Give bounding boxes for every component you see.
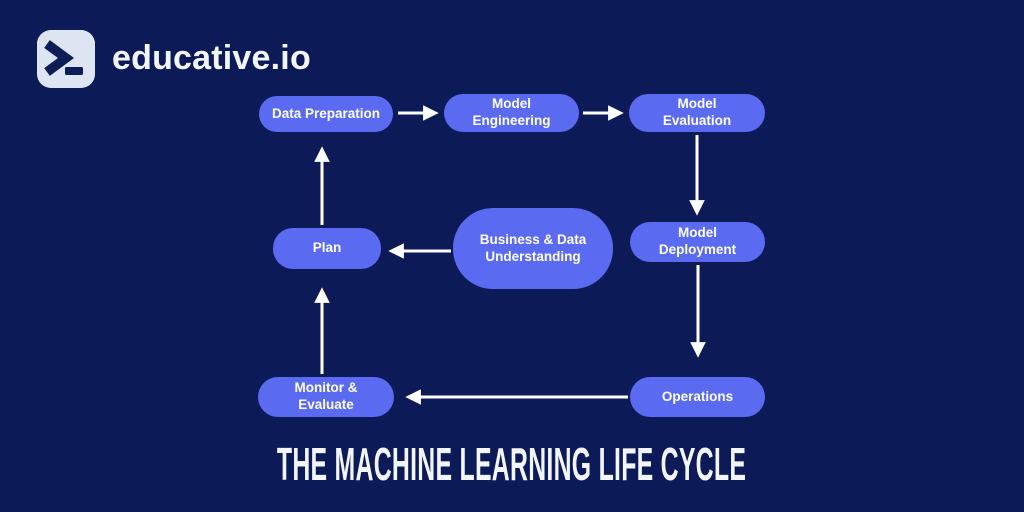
brand-logo: educative.io bbox=[37, 30, 311, 88]
node-monitor-evaluate: Monitor & Evaluate bbox=[258, 377, 394, 417]
brand-name: educative.io bbox=[112, 39, 311, 77]
terminal-prompt-icon bbox=[37, 30, 95, 88]
page-title-wrap: THE MACHINE LEARNING LIFE CYCLE bbox=[0, 437, 1024, 491]
node-plan: Plan bbox=[273, 228, 381, 269]
node-model-evaluation: Model Evaluation bbox=[629, 94, 765, 132]
page-title: THE MACHINE LEARNING LIFE CYCLE bbox=[277, 438, 747, 490]
node-operations: Operations bbox=[630, 377, 765, 417]
node-business-data-understanding: Business & Data Understanding bbox=[453, 208, 613, 289]
node-model-engineering: Model Engineering bbox=[444, 94, 579, 132]
node-data-preparation: Data Preparation bbox=[259, 96, 393, 132]
node-model-deployment: Model Deployment bbox=[630, 222, 765, 262]
